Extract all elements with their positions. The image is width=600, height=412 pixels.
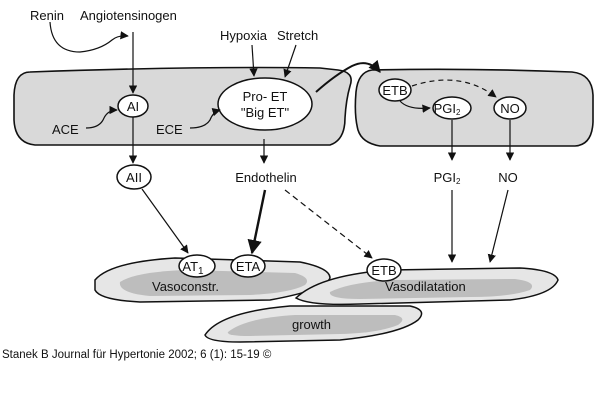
eta-receptor [230, 254, 266, 278]
ai-label: AI [127, 99, 139, 114]
no-to-vasodilat [487, 189, 509, 263]
vasoconstr-label: Vasoconstr. [152, 279, 219, 294]
etb-cell-node [378, 78, 412, 102]
smooth-muscle-growth-inner [227, 315, 403, 336]
pgi2-cell-label: PGI2 [434, 101, 461, 117]
endothelial-cell-2 [354, 68, 594, 147]
eta-label: ETA [236, 259, 261, 274]
growth-label: growth [292, 317, 331, 332]
pro-et-label: Pro- ET [243, 89, 288, 104]
ace-label: ACE [52, 122, 79, 137]
smooth-muscle-vasodilat-inner [329, 279, 533, 299]
aii-node [116, 164, 152, 190]
at1-label: AT1 [182, 259, 204, 277]
pgi2-cell-node [432, 96, 472, 120]
ace-curve-arrow [85, 105, 118, 129]
smooth-muscle-vasoconstr-inner [119, 270, 308, 296]
aii-to-at1 [141, 188, 189, 254]
no-label: NO [498, 170, 518, 185]
no-cell-node [493, 96, 527, 120]
no-cell-label: NO [500, 101, 520, 116]
pgi2-label: PGI2 [434, 170, 461, 186]
angiotensinogen-label: Angiotensinogen [80, 8, 177, 23]
pro-et-node [217, 77, 313, 131]
citation: Stanek B Journal für Hypertonie 2002; 6 … [2, 349, 272, 361]
stretch-label: Stretch [277, 28, 318, 43]
endothelin-label: Endothelin [235, 170, 296, 185]
pgi2-subscript: 2 [456, 177, 461, 186]
at1-receptor [178, 254, 216, 278]
etb-to-no-dashed [411, 79, 497, 98]
ece-curve-arrow [189, 108, 221, 129]
endothelin-to-eta [247, 189, 267, 255]
aii-label: AII [126, 170, 142, 185]
pro-et-to-etb-arrow [315, 59, 381, 93]
pgi2-cell-subscript: 2 [456, 108, 461, 117]
renin-label: Renin [30, 8, 64, 23]
ece-label: ECE [156, 122, 183, 137]
vasodilatation-label: Vasodilatation [385, 279, 466, 294]
renin-curve-arrow [49, 21, 129, 53]
endothelin-to-etb-dashed [284, 189, 373, 259]
hypoxia-arrow [249, 44, 258, 77]
at1-subscript: 1 [198, 266, 204, 277]
etb-cell-label: ETB [382, 83, 407, 98]
etb-label: ETB [371, 263, 396, 278]
hypoxia-label: Hypoxia [220, 28, 268, 43]
etb-to-pgi2-arrow [399, 100, 431, 113]
etb-receptor [366, 258, 402, 282]
stretch-arrow [283, 44, 297, 78]
big-et-label: "Big ET" [241, 105, 290, 120]
